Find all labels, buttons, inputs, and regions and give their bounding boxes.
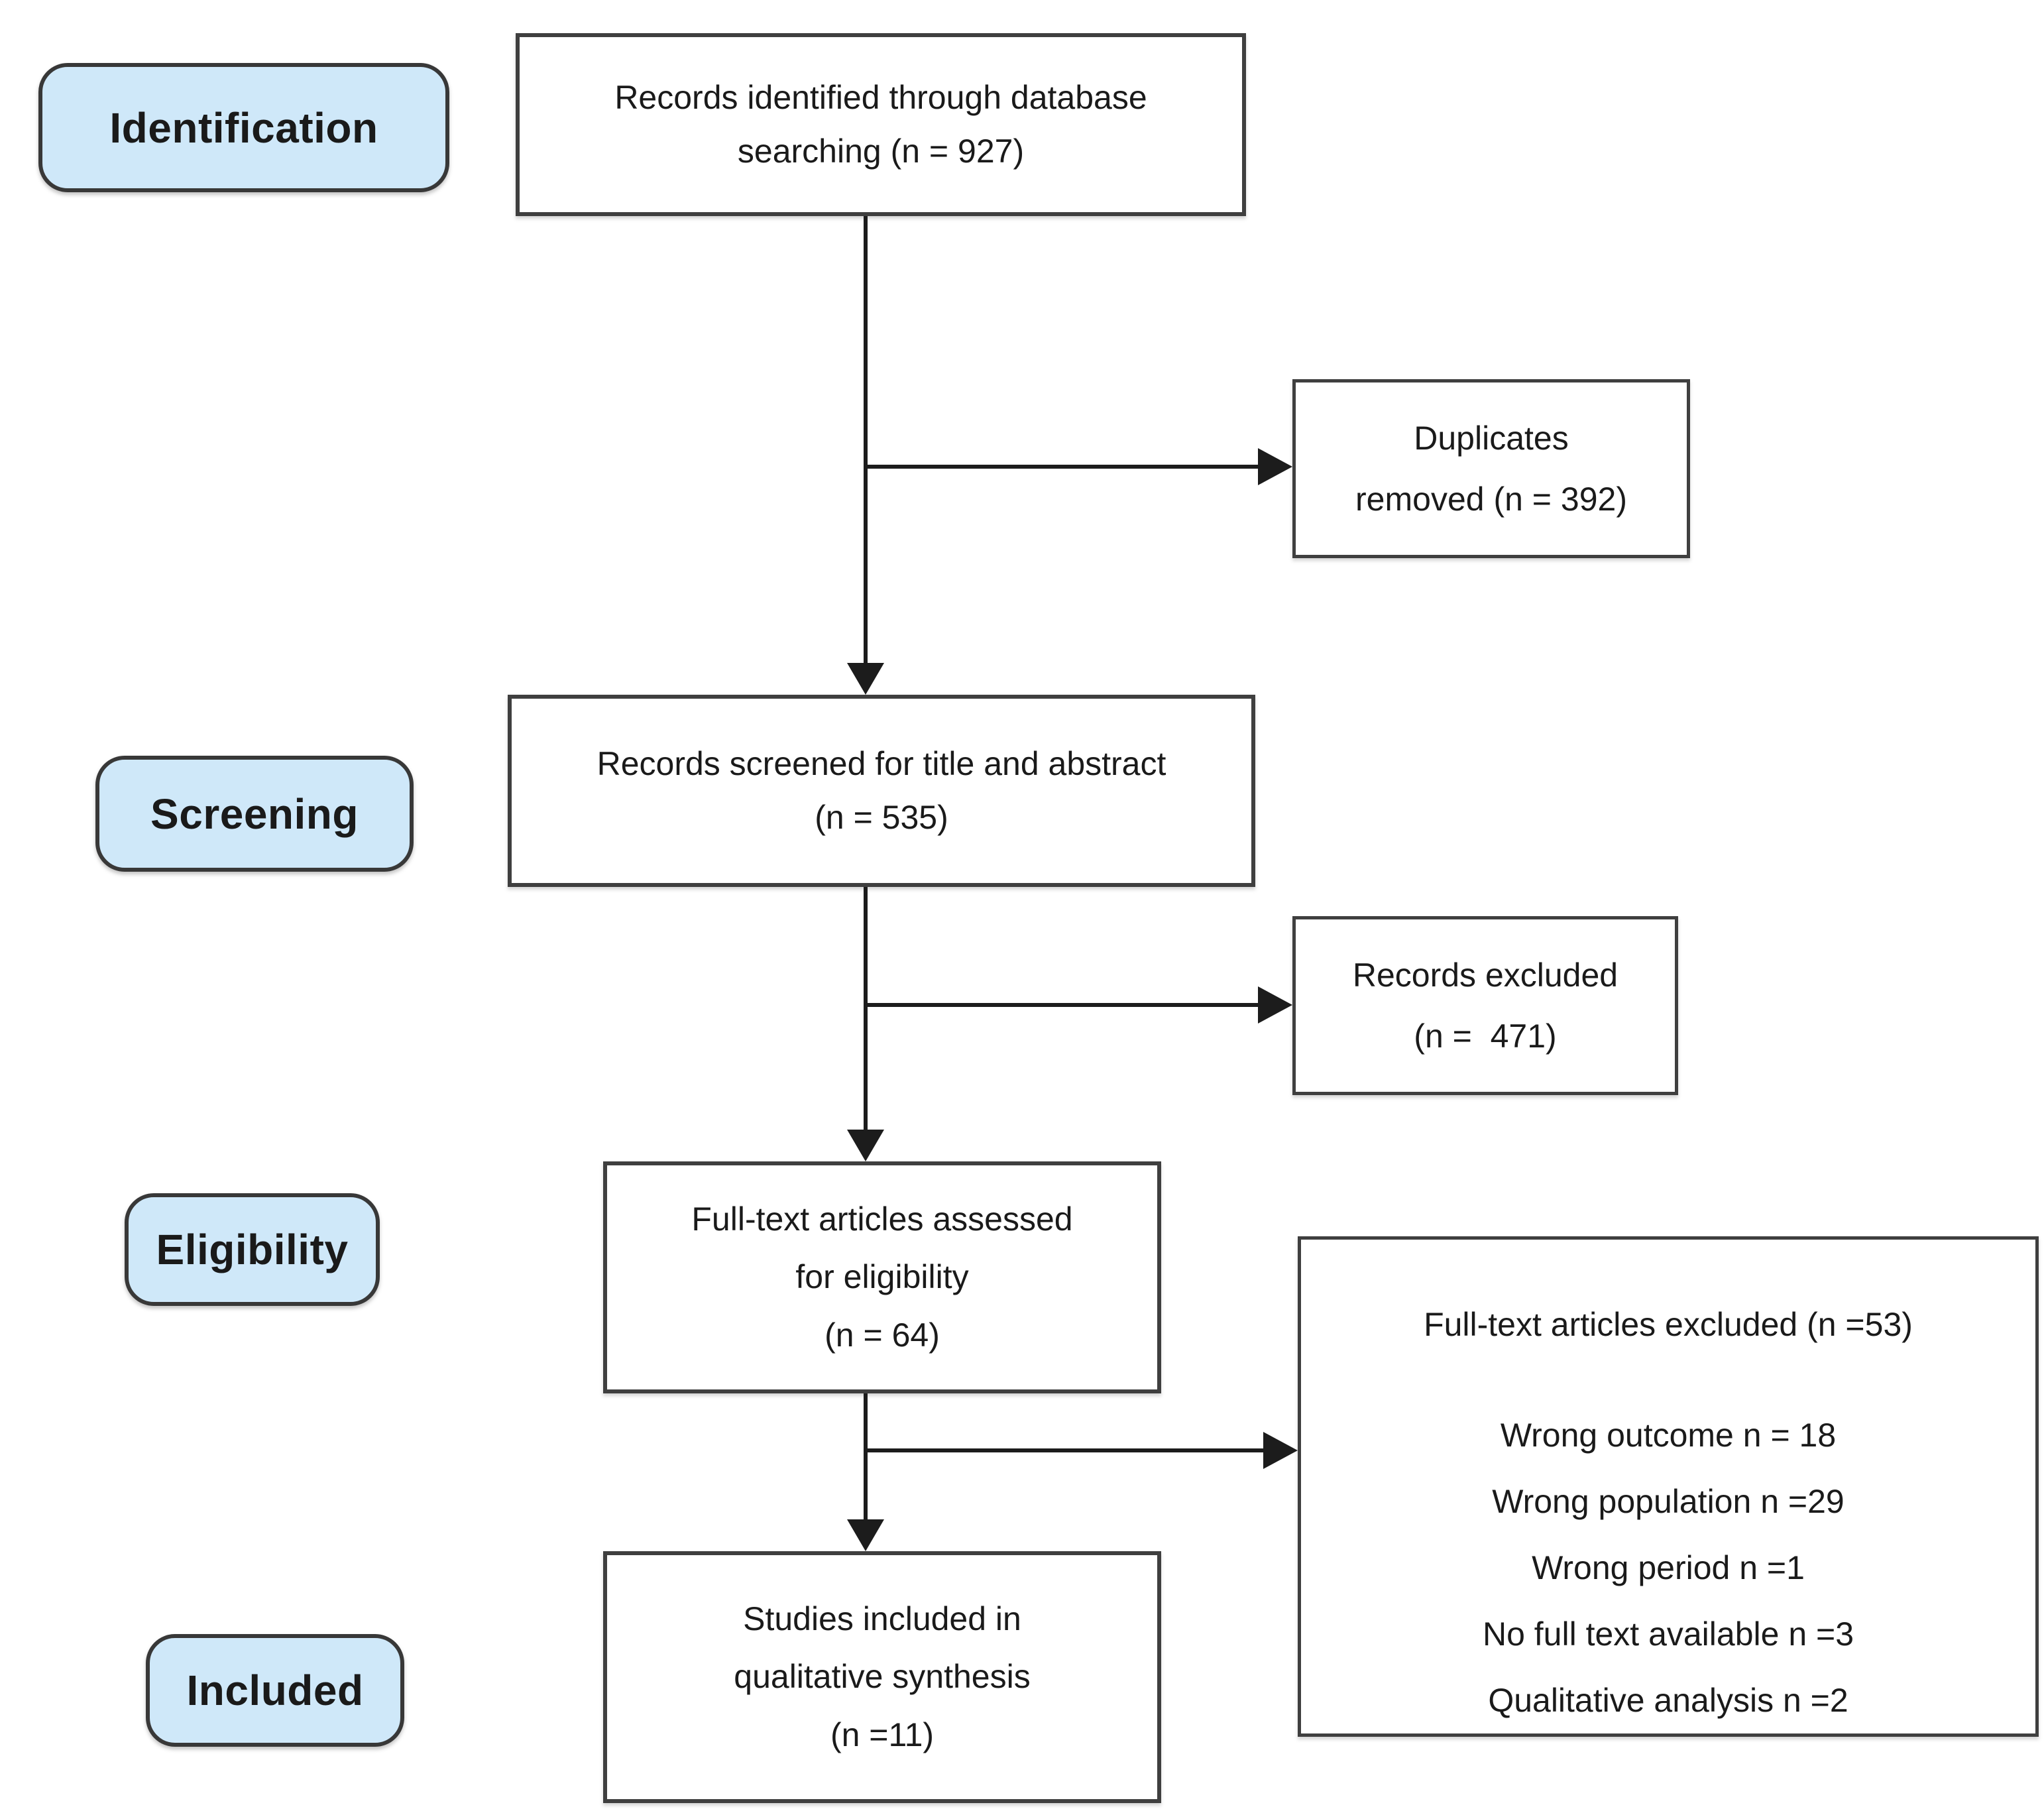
exclusion-reason-qualitative-analysis: Qualitative analysis n =2 <box>1488 1682 1848 1719</box>
flow-box-records-identified: Records identified through database sear… <box>516 33 1246 216</box>
records-excluded-line-2: (n = 471) <box>1414 1018 1557 1055</box>
arrowhead-down-studies-icon <box>847 1519 884 1551</box>
arrowhead-down-fulltext-icon <box>847 1130 884 1161</box>
side-box-duplicates-removed: Duplicates removed (n = 392) <box>1292 379 1690 558</box>
stage-label-eligibility: Eligibility <box>125 1193 380 1306</box>
stage-label-included-text: Included <box>186 1667 364 1714</box>
studies-included-line-2: qualitative synthesis <box>734 1658 1031 1696</box>
fulltext-assessed-line-1: Full-text articles assessed <box>691 1200 1073 1238</box>
exclusion-reason-wrong-outcome: Wrong outcome n = 18 <box>1500 1417 1837 1454</box>
connector-fulltext-to-studies <box>864 1393 868 1523</box>
duplicates-removed-line-2: removed (n = 392) <box>1355 481 1627 518</box>
exclusion-reason-no-fulltext: No full text available n =3 <box>1482 1615 1854 1653</box>
exclusion-reason-wrong-period: Wrong period n =1 <box>1532 1549 1805 1586</box>
arrowhead-down-screened-icon <box>847 663 884 695</box>
records-identified-line-2: searching (n = 927) <box>737 133 1025 170</box>
stage-label-screening: Screening <box>95 756 414 872</box>
side-box-fulltext-excluded: Full-text articles excluded (n =53) Wron… <box>1298 1236 2039 1737</box>
stage-label-identification-text: Identification <box>109 103 378 152</box>
studies-included-line-3: (n =11) <box>830 1716 935 1753</box>
fulltext-assessed-line-3: (n = 64) <box>824 1316 940 1354</box>
stage-label-eligibility-text: Eligibility <box>156 1226 349 1273</box>
flow-box-studies-included: Studies included in qualitative synthesi… <box>603 1551 1161 1803</box>
exclusion-reason-wrong-population: Wrong population n =29 <box>1492 1483 1845 1520</box>
stage-label-identification: Identification <box>38 63 449 192</box>
fulltext-assessed-line-2: for eligibility <box>795 1258 969 1296</box>
arrowhead-right-duplicates-icon <box>1258 448 1292 485</box>
duplicates-removed-line-1: Duplicates <box>1414 419 1569 457</box>
studies-included-line-1: Studies included in <box>743 1600 1021 1637</box>
records-screened-line-2: (n = 535) <box>815 799 948 836</box>
connector-branch-to-records-excluded <box>866 1003 1261 1007</box>
stage-label-screening-text: Screening <box>150 790 359 838</box>
connector-identified-to-screened <box>864 216 868 667</box>
stage-label-included: Included <box>146 1634 404 1747</box>
fulltext-excluded-title: Full-text articles excluded (n =53) <box>1424 1306 1913 1343</box>
side-box-records-excluded: Records excluded (n = 471) <box>1292 916 1678 1095</box>
records-excluded-line-1: Records excluded <box>1352 956 1618 994</box>
records-identified-line-1: Records identified through database <box>614 79 1147 116</box>
arrowhead-right-records-excluded-icon <box>1258 986 1292 1024</box>
connector-screened-to-fulltext <box>864 887 868 1134</box>
arrowhead-right-fulltext-excluded-icon <box>1263 1432 1298 1469</box>
connector-branch-to-fulltext-excluded <box>866 1448 1265 1452</box>
flow-box-records-screened: Records screened for title and abstract … <box>508 695 1255 887</box>
records-screened-line-1: Records screened for title and abstract <box>596 745 1166 782</box>
flow-box-fulltext-assessed: Full-text articles assessed for eligibil… <box>603 1161 1161 1393</box>
connector-branch-to-duplicates <box>866 465 1261 469</box>
